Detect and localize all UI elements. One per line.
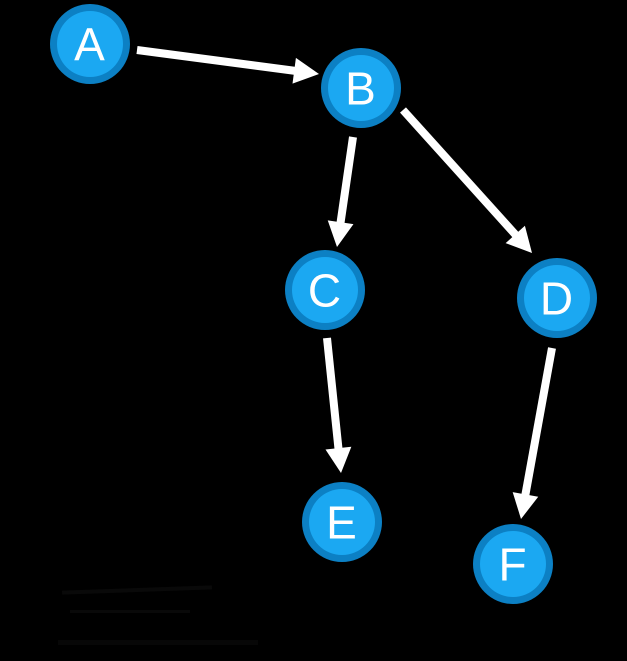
arrowhead-icon [512, 492, 539, 519]
node-A[interactable]: A [50, 4, 130, 84]
node-E[interactable]: E [302, 482, 382, 562]
arrowhead-icon [327, 220, 354, 247]
node-circle [524, 265, 590, 331]
node-label: F [498, 539, 527, 591]
node-circle [57, 11, 123, 77]
edge-B-D [400, 107, 532, 253]
node-F[interactable]: F [473, 524, 553, 604]
arrowhead-icon [505, 225, 532, 253]
edge-D-F [512, 347, 556, 519]
arrowhead-icon [292, 57, 319, 84]
node-circle [480, 531, 546, 597]
edge-line [400, 107, 520, 239]
node-label: B [345, 63, 377, 115]
node-circle [292, 257, 358, 323]
edge-line [136, 46, 297, 75]
edge-line [323, 337, 343, 451]
node-circle [309, 489, 375, 555]
node-B[interactable]: B [321, 48, 401, 128]
node-circle [328, 55, 394, 121]
node-label: D [540, 273, 574, 325]
edge-line [521, 347, 556, 498]
node-D[interactable]: D [517, 258, 597, 338]
node-label: E [326, 497, 358, 549]
edge-A-B [136, 46, 319, 84]
edge-B-C [327, 136, 357, 247]
node-C[interactable]: C [285, 250, 365, 330]
edge-C-E [323, 337, 352, 473]
arrowhead-icon [325, 446, 352, 473]
edge-line [336, 136, 357, 225]
node-label: A [74, 19, 106, 71]
node-label: C [308, 265, 342, 317]
